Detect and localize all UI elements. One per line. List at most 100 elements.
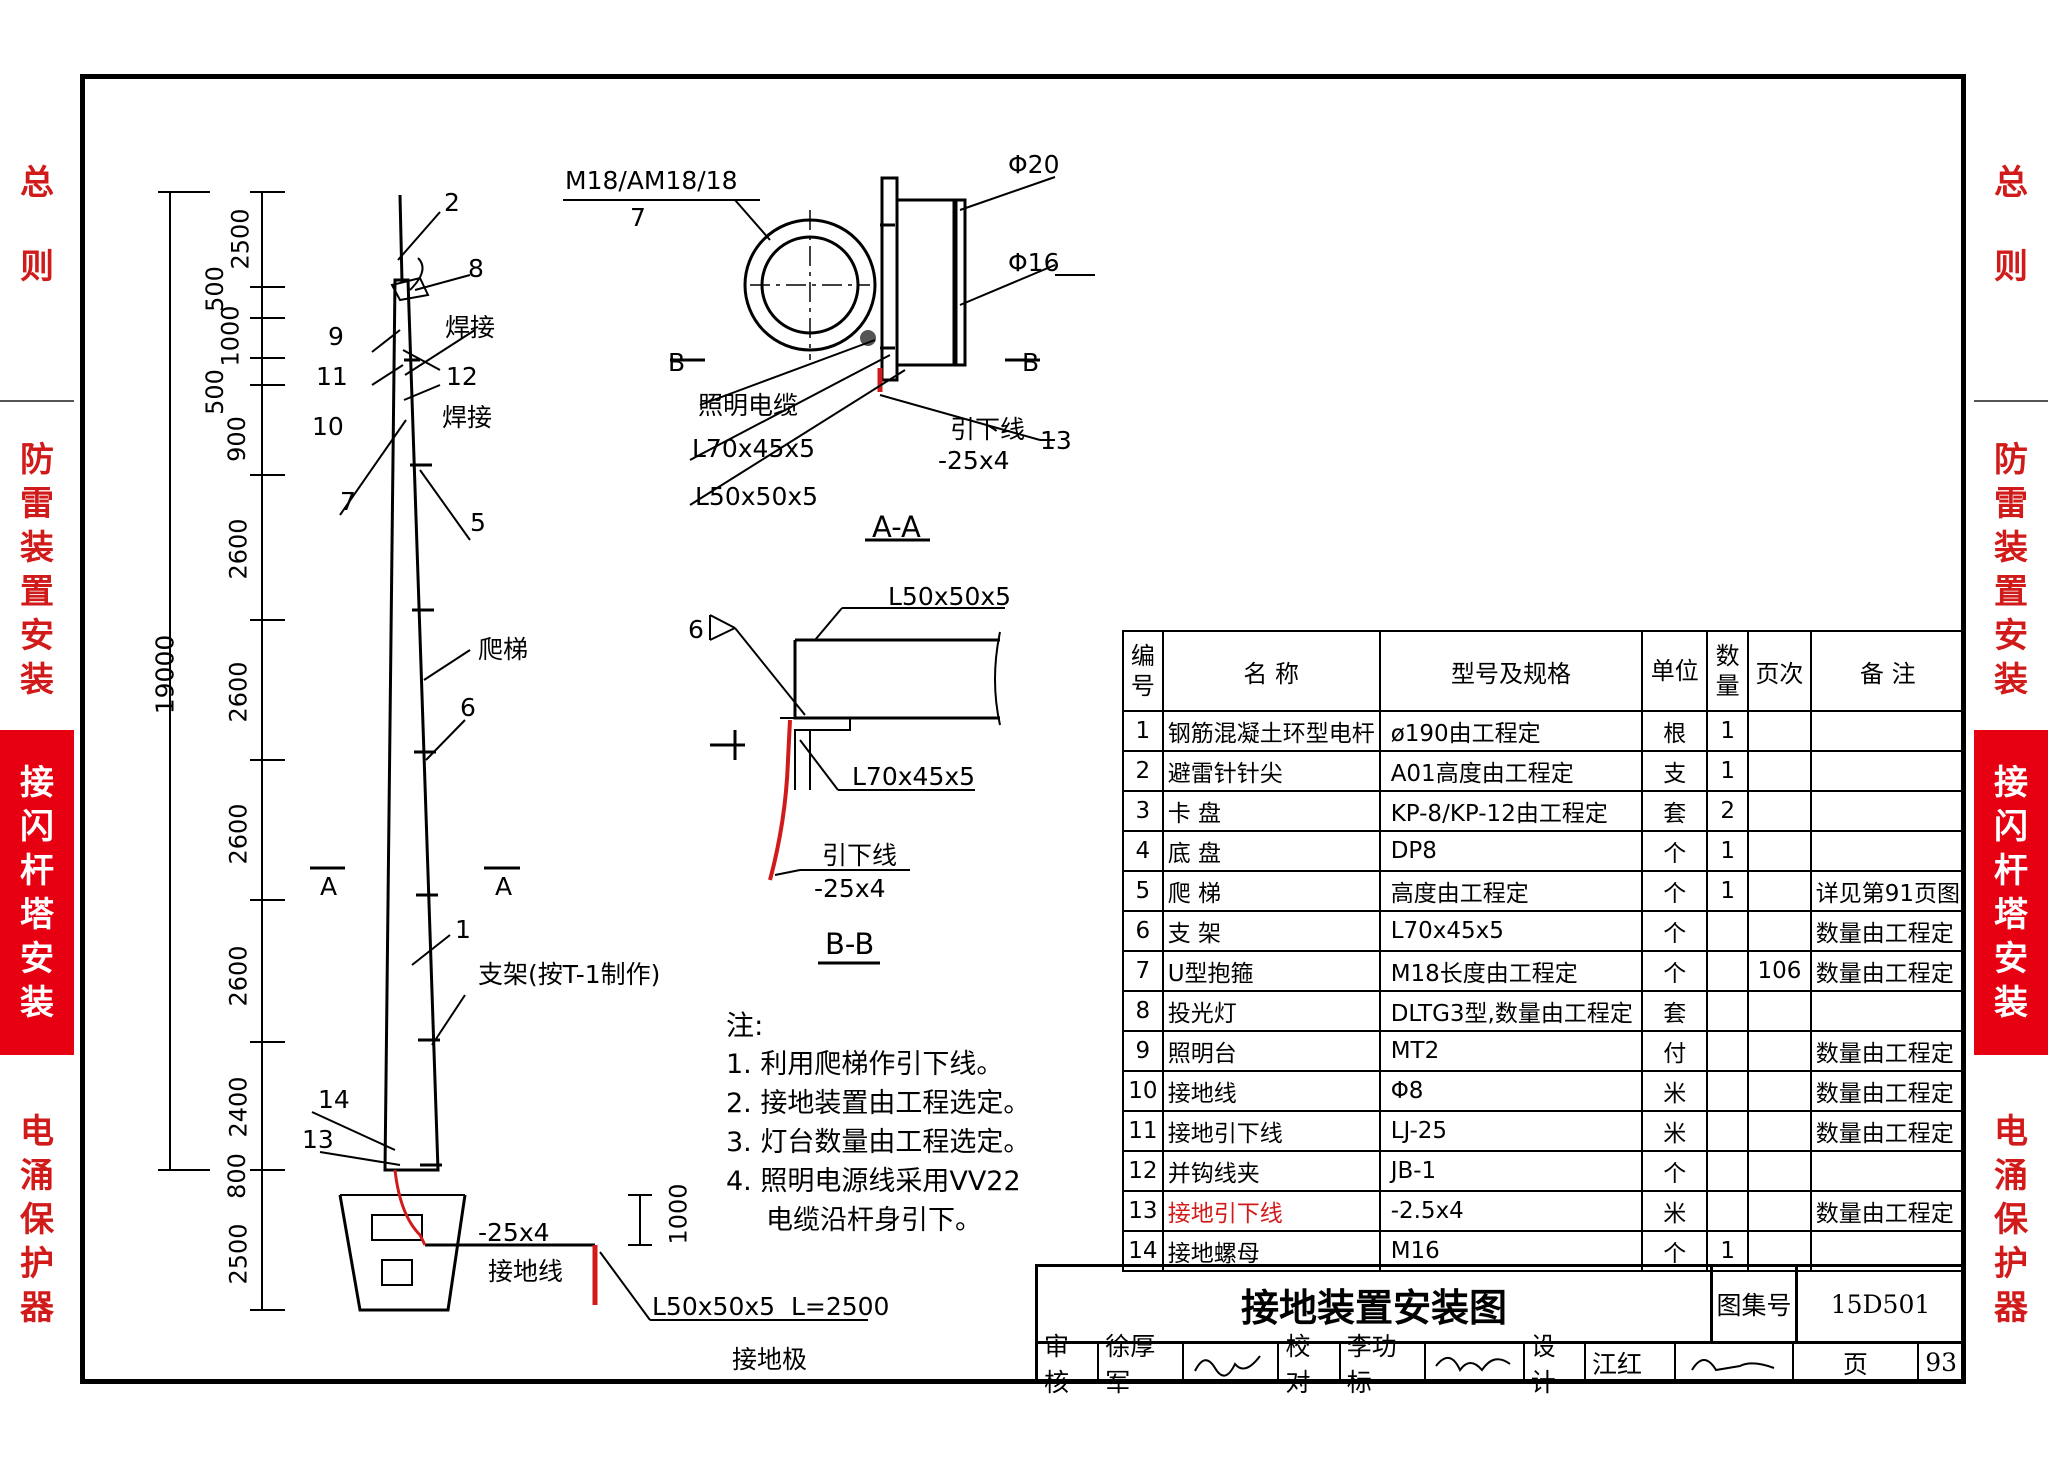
cell-no: 10	[1122, 1070, 1164, 1112]
notes-title: 注:	[726, 1009, 764, 1042]
cell-remark: 数量由工程定	[1809, 1190, 1967, 1232]
note-item-continued: 电缆沿杆身引下。	[766, 1205, 982, 1236]
header-unit: 单位	[1641, 630, 1709, 712]
notes-block: 注: 1. 利用爬梯作引下线。 2. 接地装置由工程选定。 3. 灯台数量由工程…	[726, 1006, 1030, 1240]
note-item: 4. 照明电源线采用VV22	[726, 1166, 1021, 1197]
cell-page	[1747, 1150, 1812, 1192]
approval-row: 审核 徐厚军 校对 李功标 设计 江红 页 93	[1035, 1332, 1966, 1397]
side-tab-surge-protector-right[interactable]: 电 涌 保 护 器	[1994, 1112, 2028, 1328]
side-tab-lightning-protection[interactable]: 防 雷 装 置 安 装	[20, 440, 54, 700]
cell-qty	[1706, 1190, 1750, 1232]
reviewer-name: 徐厚军	[1099, 1332, 1185, 1397]
cell-qty	[1706, 1110, 1750, 1152]
cell-remark: 数量由工程定	[1809, 1110, 1967, 1152]
side-tab-lightning-protection-right[interactable]: 防 雷 装 置 安 装	[1994, 440, 2028, 700]
cell-remark	[1809, 830, 1967, 872]
note-item: 2. 接地装置由工程选定。	[726, 1088, 1031, 1119]
cell-remark: 数量由工程定	[1809, 950, 1967, 992]
cell-page	[1747, 870, 1812, 912]
header-qty: 数量	[1706, 630, 1750, 712]
cell-spec: A01高度由工程定	[1378, 750, 1644, 792]
designer-signature	[1676, 1344, 1794, 1381]
note-item: 3. 灯台数量由工程选定。	[726, 1127, 1031, 1158]
header-remark: 备 注	[1809, 630, 1967, 712]
cell-no: 7	[1122, 950, 1164, 992]
cell-page	[1747, 1030, 1812, 1072]
title-block: 接地装置安装图 图集号 15D501 审核 徐厚军 校对 李功标 设计 江红 页…	[1035, 1264, 1966, 1397]
cell-no: 4	[1122, 830, 1164, 872]
cell-remark: 数量由工程定	[1809, 1070, 1967, 1112]
cell-spec: JB-1	[1378, 1150, 1644, 1192]
cell-spec: LJ-25	[1378, 1110, 1644, 1152]
cell-qty	[1706, 990, 1750, 1032]
cell-name: 并钩线夹	[1161, 1150, 1381, 1192]
header-name: 名 称	[1161, 630, 1381, 712]
cell-spec: KP-8/KP-12由工程定	[1378, 790, 1644, 832]
cell-unit: 付	[1641, 1030, 1709, 1072]
cell-page	[1747, 830, 1812, 872]
cell-no: 2	[1122, 750, 1164, 792]
cell-qty	[1706, 1030, 1750, 1072]
cell-name: 爬 梯	[1161, 870, 1381, 912]
cell-remark	[1809, 1150, 1967, 1192]
cell-spec: Φ8	[1378, 1070, 1644, 1112]
side-tab-air-terminal-tower[interactable]: 接 闪 杆 塔 安 装	[0, 730, 74, 1055]
cell-remark	[1809, 750, 1967, 792]
cell-name: 底 盘	[1161, 830, 1381, 872]
page-no: 93	[1925, 1348, 1957, 1377]
cell-name: U型抱箍	[1161, 950, 1381, 992]
header-no: 编号	[1122, 630, 1164, 712]
cell-spec: 高度由工程定	[1378, 870, 1644, 912]
cell-qty: 1	[1706, 750, 1750, 792]
cell-spec: MT2	[1378, 1030, 1644, 1072]
cell-spec: L70x45x5	[1378, 910, 1644, 952]
cell-unit: 米	[1641, 1190, 1709, 1232]
cell-remark	[1809, 790, 1967, 832]
cell-page	[1747, 990, 1812, 1032]
cell-unit: 个	[1641, 950, 1709, 992]
cell-no: 9	[1122, 1030, 1164, 1072]
cell-page	[1747, 910, 1812, 952]
cell-unit: 套	[1641, 990, 1709, 1032]
cell-no: 3	[1122, 790, 1164, 832]
cell-unit: 个	[1641, 1150, 1709, 1192]
cell-no: 13	[1122, 1190, 1164, 1232]
header-spec: 型号及规格	[1378, 630, 1644, 712]
cell-name: 避雷针针尖	[1161, 750, 1381, 792]
cell-unit: 米	[1641, 1070, 1709, 1112]
cell-no: 12	[1122, 1150, 1164, 1192]
side-tab-general[interactable]: 总 则	[20, 163, 54, 287]
cell-qty: 1	[1706, 870, 1750, 912]
cell-no: 11	[1122, 1110, 1164, 1152]
cell-unit: 套	[1641, 790, 1709, 832]
cell-name: 接地引下线	[1161, 1110, 1381, 1152]
cell-remark	[1809, 990, 1967, 1032]
cell-qty: 1	[1706, 710, 1750, 752]
cell-unit: 个	[1641, 910, 1709, 952]
check-label: 校对	[1279, 1332, 1341, 1397]
side-tab-general-right[interactable]: 总 则	[1994, 163, 2028, 287]
side-tab-surge-protector[interactable]: 电 涌 保 护 器	[20, 1112, 54, 1328]
cell-name: 投光灯	[1161, 990, 1381, 1032]
cell-page	[1747, 750, 1812, 792]
cell-page: 106	[1747, 950, 1812, 992]
cell-name: 支 架	[1161, 910, 1381, 952]
side-tab-air-terminal-tower-right[interactable]: 接 闪 杆 塔 安 装	[1974, 730, 2048, 1055]
cell-no: 5	[1122, 870, 1164, 912]
cell-unit: 根	[1641, 710, 1709, 752]
cell-name: 钢筋混凝土环型电杆	[1161, 710, 1381, 752]
note-item: 1. 利用爬梯作引下线。	[726, 1049, 1004, 1080]
table-header-row: 编号 名 称 型号及规格 单位 数量 页次 备 注	[1122, 630, 1967, 712]
cell-unit: 米	[1641, 1110, 1709, 1152]
